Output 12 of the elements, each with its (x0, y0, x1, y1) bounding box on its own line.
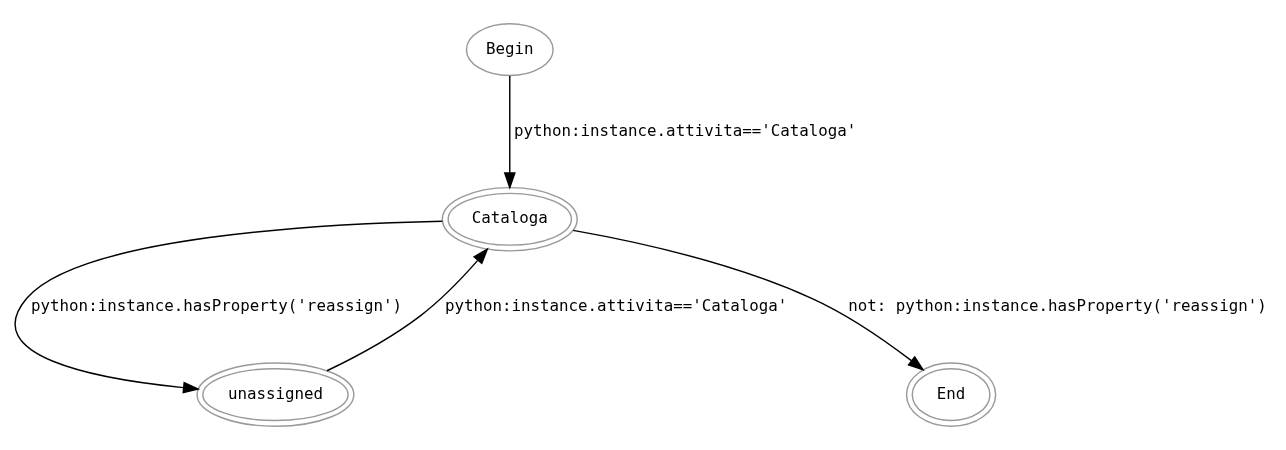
arrow (14, 220, 444, 394)
edge-label: python:instance.attivita=='Cataloga' (513, 120, 857, 140)
arrow (326, 247, 489, 372)
edge-label: python:instance.hasProperty('reassign') (31, 295, 402, 315)
edge-label: not: python:instance.hasProperty('reassign') (848, 295, 1267, 315)
node-ellipse: Cataloga (441, 186, 578, 252)
node-ellipse: unassigned (196, 362, 355, 427)
edge-label: python:instance.attivita=='Cataloga' (444, 295, 788, 315)
arrow (572, 229, 925, 372)
arrow (503, 74, 516, 190)
node-ellipse: Begin (465, 23, 554, 77)
node-ellipse: End (905, 362, 997, 427)
